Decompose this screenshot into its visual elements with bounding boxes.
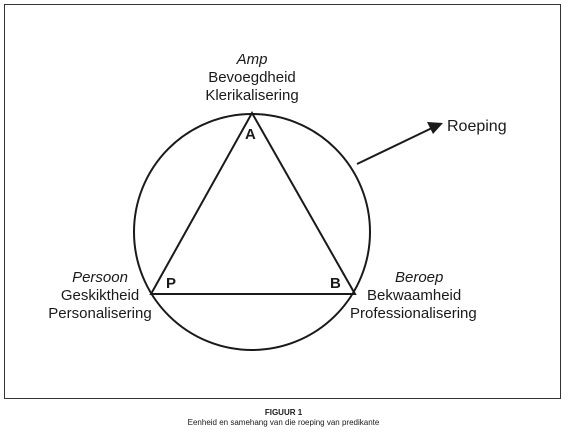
top-label-line1: Bevoegdheid [208,69,296,86]
caption-subtitle: Eenheid en samehang van die roeping van … [187,418,380,427]
left-label-italic: Persoon [72,269,128,286]
top-label-line2: Klerikalisering [205,87,299,104]
vertex-a-label: A [245,126,256,143]
top-label: Amp Bevoegdheid Klerikalisering [192,51,312,105]
arrow-label: Roeping [447,118,507,135]
vertex-b-label: B [330,275,341,292]
right-label-line2: Professionalisering [350,305,477,322]
vertex-p-label: P [166,275,177,292]
caption-title: FIGUUR 1 [264,408,303,417]
outer-circle [133,113,371,351]
top-label-italic: Amp [236,51,268,68]
left-label-line2: Personalisering [48,305,152,322]
left-label-line1: Geskiktheid [60,287,140,304]
right-label: Beroep Bekwaamheid Professionalisering [347,269,497,323]
arrow-line [356,127,433,165]
arrow-head [427,122,443,134]
left-label: Persoon Geskiktheid Personalisering [35,269,165,323]
right-label-italic: Beroep [395,269,444,286]
figure-frame [4,4,561,399]
right-label-line1: Bekwaamheid [367,287,462,304]
triangle [149,110,357,295]
